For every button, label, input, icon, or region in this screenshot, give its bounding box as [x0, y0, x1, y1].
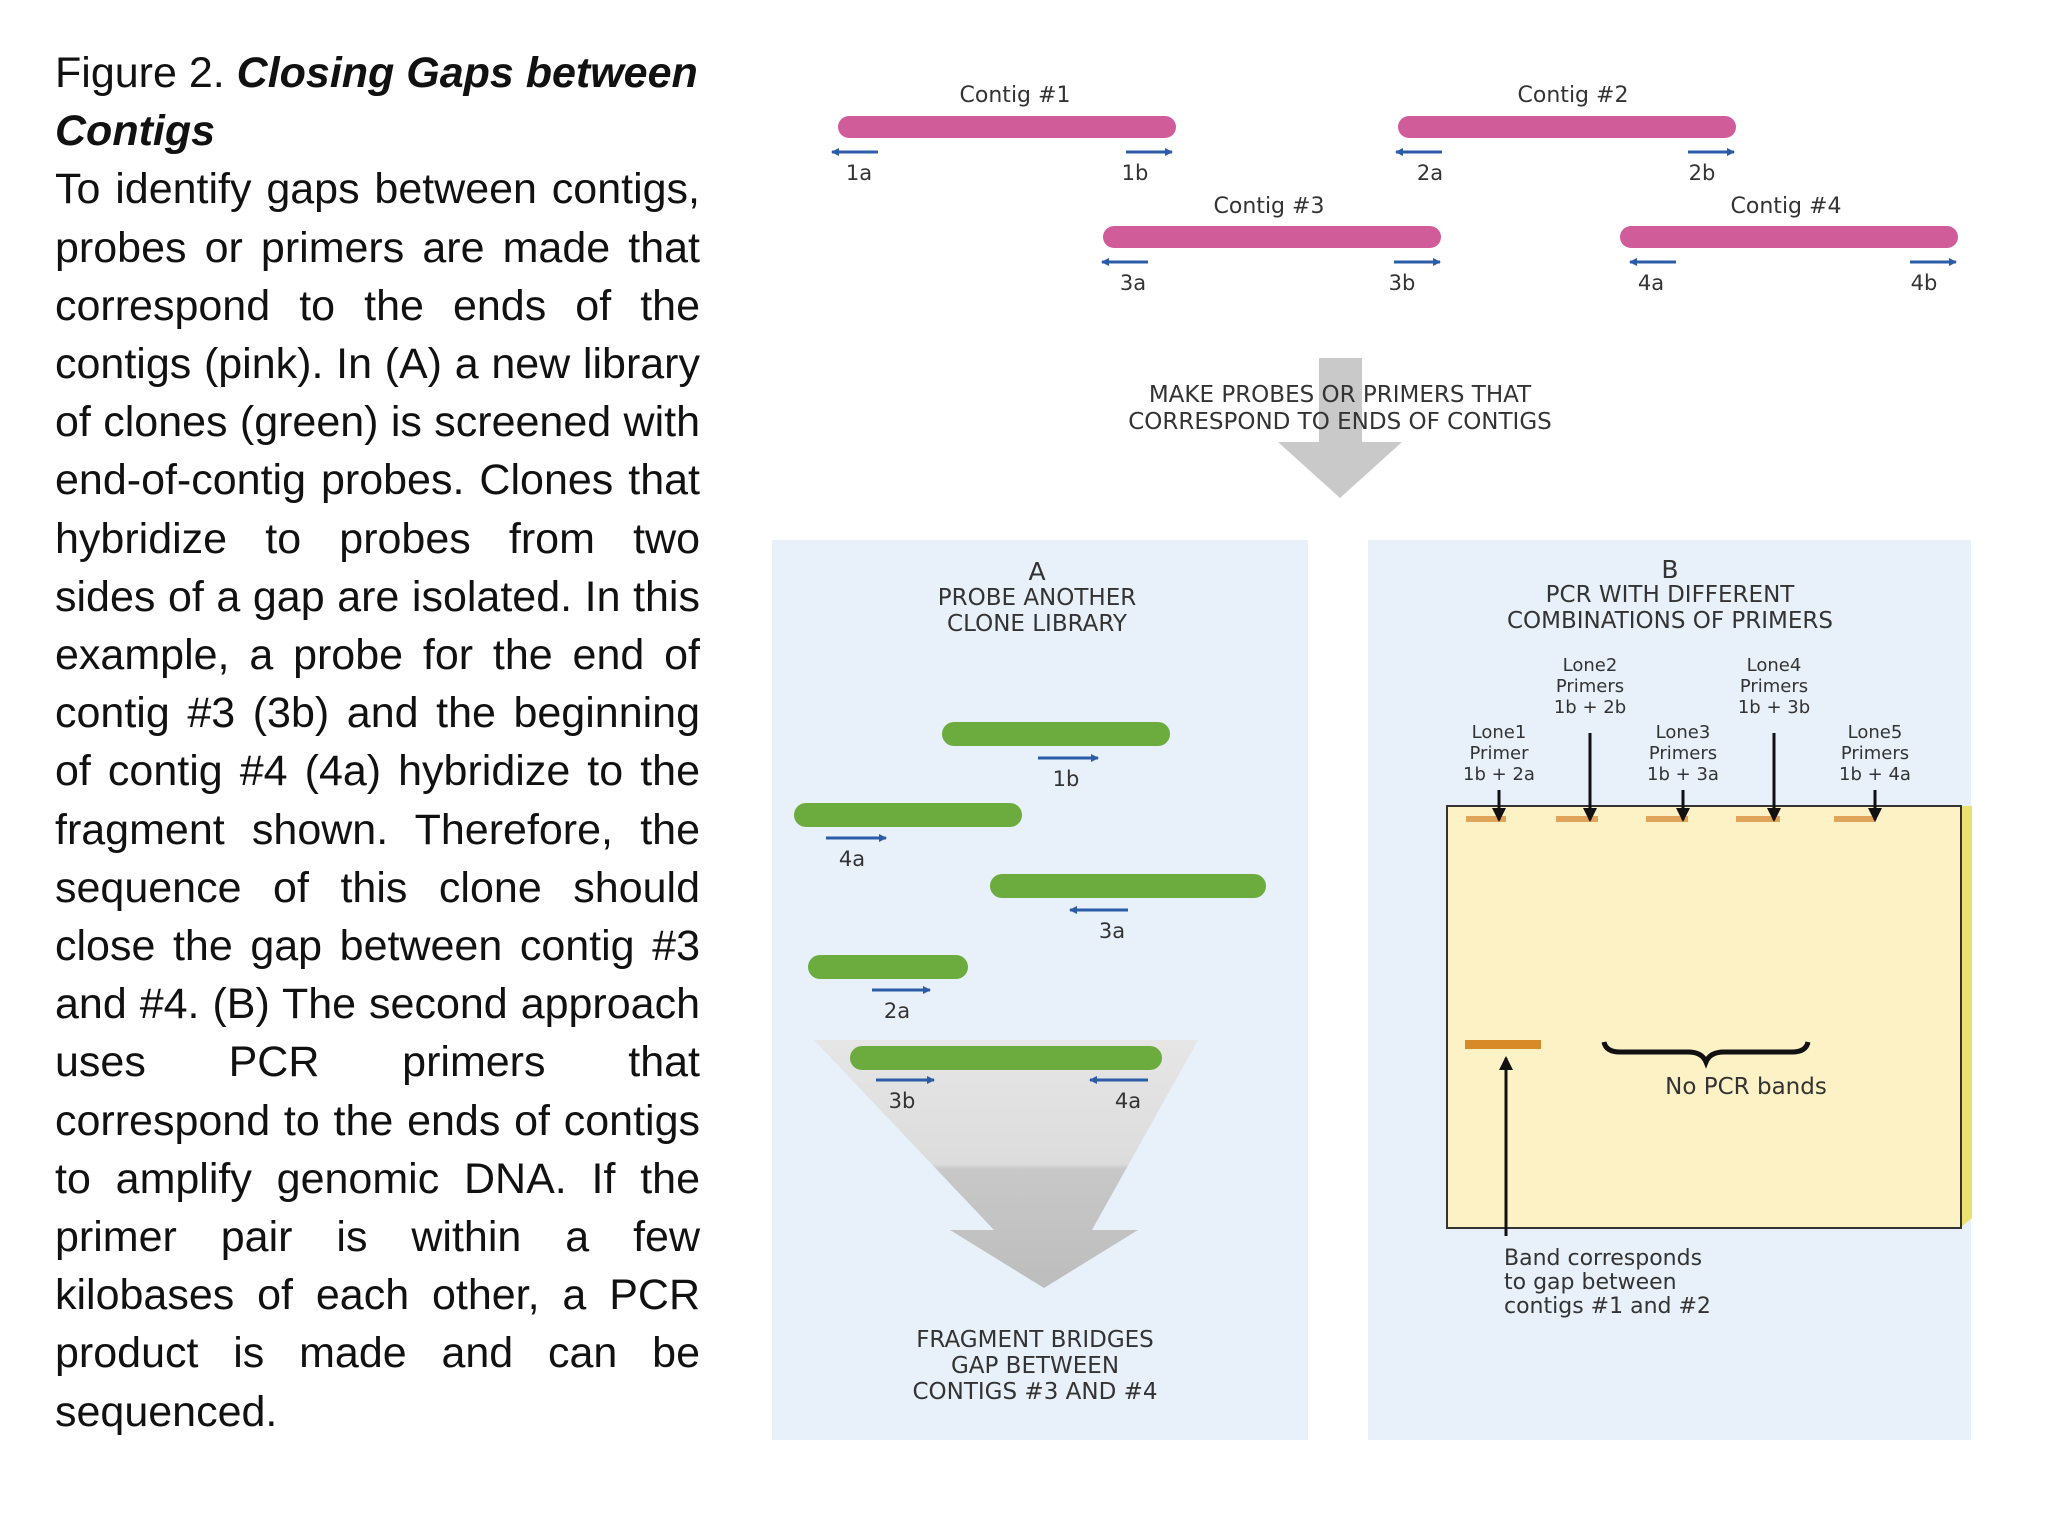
band-note-line-2: to gap between: [1504, 1270, 1677, 1295]
probe-label: 2a: [884, 999, 910, 1023]
step-text-line-2: CORRESPOND TO ENDS OF CONTIGS: [1128, 409, 1552, 435]
end-label: 4b: [1911, 271, 1938, 295]
band-note-line-1: Band corresponds: [1504, 1246, 1702, 1271]
probe-label: 4a: [839, 847, 865, 871]
lane-label: Lone4: [1747, 655, 1802, 676]
end-label: 4a: [1638, 271, 1664, 295]
clone-bar: [942, 722, 1170, 746]
contig-label: Contig #3: [1214, 194, 1325, 219]
caption-heading: Figure 2. Closing Gaps between Contigs: [55, 44, 700, 160]
caption-prefix: Figure 2.: [55, 49, 237, 97]
panel-letter: A: [1028, 557, 1045, 586]
clone-bar: [794, 803, 1022, 827]
end-label: 3a: [1120, 271, 1146, 295]
well: [1556, 816, 1598, 822]
result-line-2: GAP BETWEEN: [951, 1353, 1119, 1379]
no-pcr-bands-label: No PCR bands: [1665, 1074, 1827, 1100]
contig-label: Contig #4: [1731, 194, 1842, 219]
band-note-line-3: contigs #1 and #2: [1504, 1294, 1711, 1319]
probe-label: 1b: [1053, 767, 1080, 791]
contig-3: Contig #3 3a 3b: [1101, 194, 1441, 295]
lane-primer-pair: 1b + 2a: [1463, 764, 1535, 785]
pcr-band: [1465, 1040, 1541, 1049]
clone-bar: [808, 955, 968, 979]
lane-label: Lone2: [1563, 655, 1618, 676]
panel-b: B PCR WITH DIFFERENT COMBINATIONS OF PRI…: [1368, 540, 1972, 1440]
probe-label: 3a: [1099, 919, 1125, 943]
well: [1834, 816, 1876, 822]
lane-primer-pair: 1b + 3a: [1647, 764, 1719, 785]
contig-label: Contig #1: [960, 83, 1071, 108]
lane-primer-pair: 1b + 3b: [1738, 697, 1810, 718]
bridging-fragment-bar: [850, 1046, 1162, 1070]
lane-primers-label: Primers: [1740, 676, 1808, 697]
contig-label: Contig #2: [1518, 83, 1629, 108]
contig-1: Contig #1 1a 1b: [831, 83, 1176, 185]
well: [1466, 816, 1506, 822]
lane-primers-label: Primers: [1649, 743, 1717, 764]
funnel-arrow-icon: [814, 1040, 1198, 1288]
panel-background: [772, 540, 1308, 1440]
gel-side: [1960, 806, 1972, 1228]
lane-primers-label: Primers: [1556, 676, 1624, 697]
contig-bar: [838, 116, 1176, 138]
lane-primer-pair: 1b + 2b: [1554, 697, 1626, 718]
probe-label: 4a: [1115, 1089, 1141, 1113]
end-label: 3b: [1389, 271, 1416, 295]
step-text-line-1: MAKE PROBES OR PRIMERS THAT: [1149, 382, 1532, 408]
panel-heading-line-2: CLONE LIBRARY: [947, 611, 1128, 637]
contig-bar: [1398, 116, 1736, 138]
panel-heading-line-1: PCR WITH DIFFERENT: [1546, 582, 1796, 608]
clone-bar: [990, 874, 1266, 898]
panel-heading-line-1: PROBE ANOTHER: [938, 585, 1136, 611]
brace-icon: [1601, 1041, 1811, 1069]
panel-letter: B: [1661, 555, 1678, 584]
gel-wells: [1466, 816, 1876, 822]
lane-primer-pair: 1b + 4a: [1839, 764, 1911, 785]
lane-label: Lone5: [1848, 722, 1903, 743]
lane-label: Lone3: [1656, 722, 1711, 743]
end-label: 2b: [1689, 161, 1716, 185]
end-label: 2a: [1417, 161, 1443, 185]
caption-body: To identify gaps between contigs, probes…: [55, 165, 700, 1436]
well: [1646, 816, 1688, 822]
lane-primers-label: Primers: [1841, 743, 1909, 764]
probe-label: 3b: [889, 1089, 916, 1113]
panel-a: A PROBE ANOTHER CLONE LIBRARY 1b 4a 3a 2…: [772, 540, 1308, 1440]
lane-primers-label: Primer: [1470, 743, 1530, 764]
gel: [1446, 805, 1962, 1229]
contig-bar: [1620, 226, 1958, 248]
down-arrow-icon: [1278, 358, 1402, 498]
contig-bar: [1103, 226, 1441, 248]
result-line-1: FRAGMENT BRIDGES: [916, 1327, 1154, 1353]
well: [1736, 816, 1780, 822]
end-label: 1b: [1122, 161, 1149, 185]
contig-4: Contig #4 4a 4b: [1620, 194, 1958, 295]
end-label: 1a: [846, 161, 872, 185]
lane-label: Lone1: [1472, 722, 1527, 743]
panel-heading-line-2: COMBINATIONS OF PRIMERS: [1507, 608, 1833, 634]
figure-caption: Figure 2. Closing Gaps between Contigs T…: [55, 44, 700, 1441]
caption-title: Closing Gaps between Contigs: [55, 49, 698, 156]
result-line-3: CONTIGS #3 AND #4: [912, 1379, 1157, 1405]
contig-2: Contig #2 2a 2b: [1395, 83, 1736, 185]
